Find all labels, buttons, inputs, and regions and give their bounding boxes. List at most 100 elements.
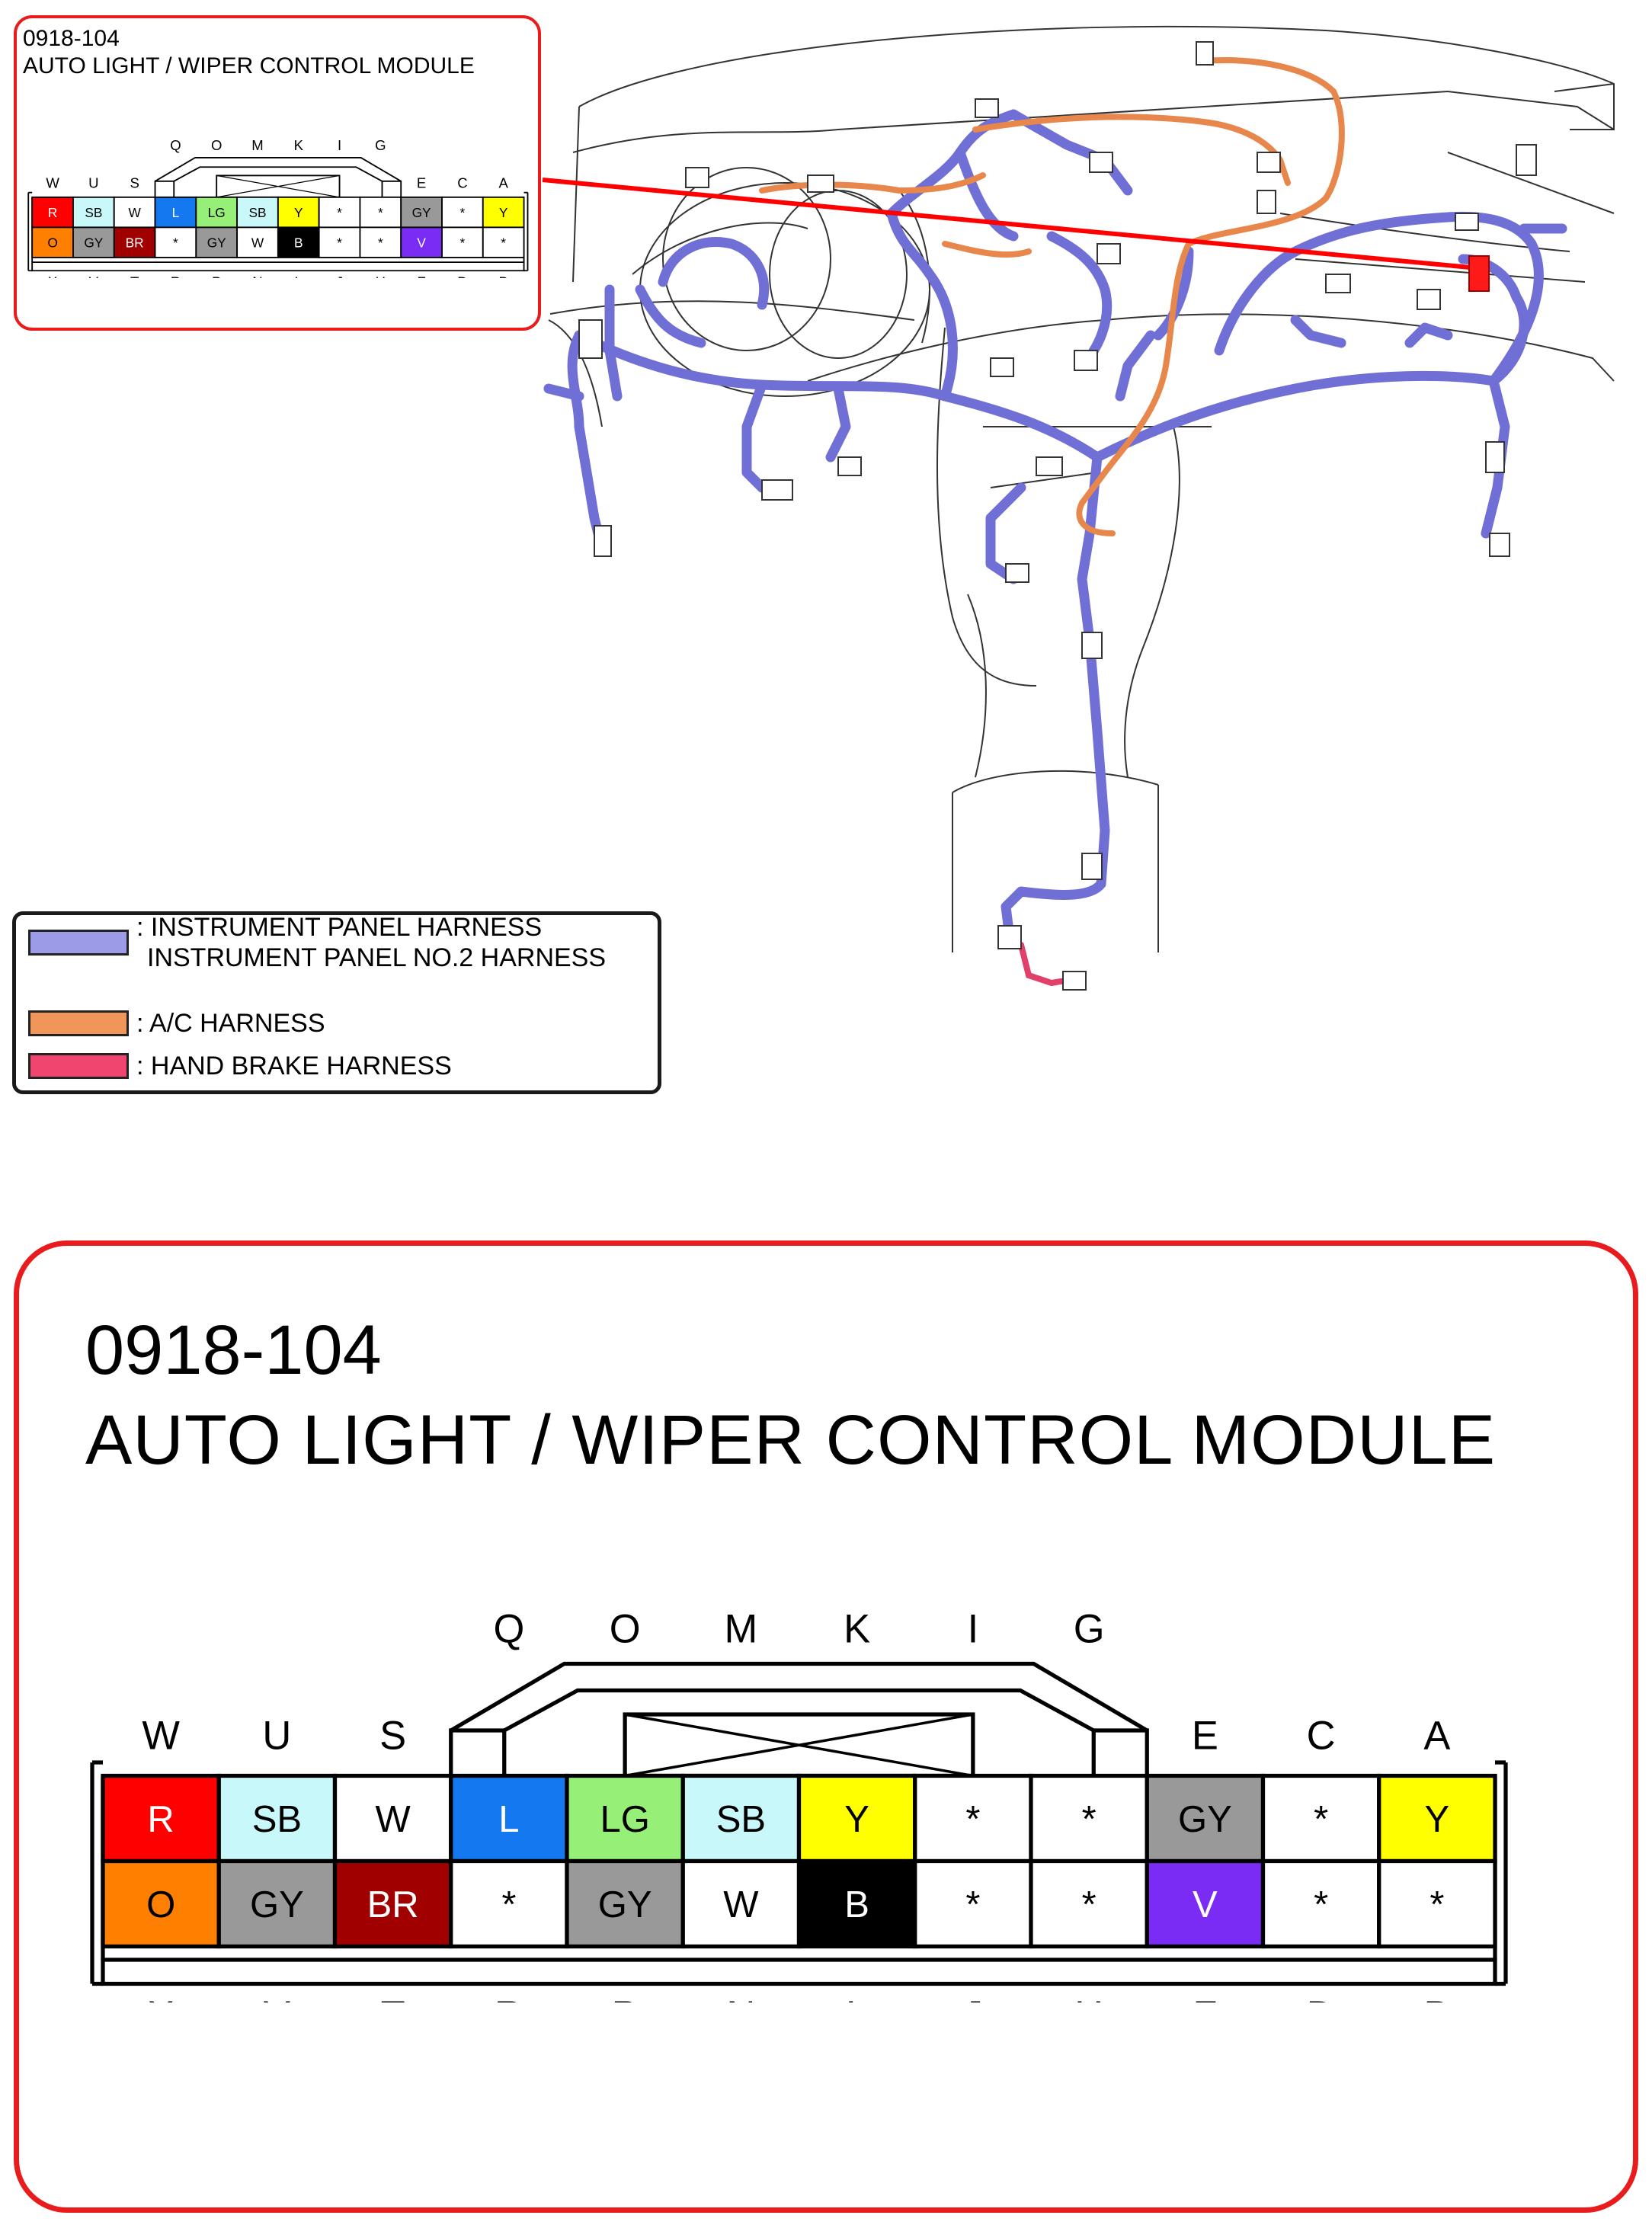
bottom-row-pin-11-wire-color: * bbox=[501, 235, 506, 250]
legend-label-hand-brake: : HAND BRAKE HARNESS bbox=[136, 1052, 452, 1080]
top-row-pin-6-wire-color: Y bbox=[844, 1799, 869, 1840]
top-row-pin-11 bbox=[1377, 1773, 1497, 1864]
bottom-row-pin-7 bbox=[913, 1858, 1033, 1949]
bottom-row-pin-4-wire-color: GY bbox=[598, 1884, 652, 1925]
legend-label-instrument-panel-no2: INSTRUMENT PANEL NO.2 HARNESS bbox=[147, 943, 607, 972]
pin-letter-bottom-X: X bbox=[148, 1993, 174, 2002]
pin-letter-top-A: A bbox=[1423, 1714, 1450, 1759]
bottom-row-pin-7-wire-color: * bbox=[965, 1884, 980, 1925]
top-row-pin-4 bbox=[565, 1773, 685, 1864]
bottom-row-pin-6 bbox=[277, 226, 320, 258]
detail-module-code: 0918-104 bbox=[85, 1311, 382, 1389]
pin-letter-bottom-V: V bbox=[264, 1993, 290, 2002]
top-row-pin-5-wire-color: SB bbox=[716, 1799, 766, 1840]
bottom-row-pin-11 bbox=[1377, 1858, 1497, 1949]
top-row-pin-6 bbox=[277, 196, 320, 229]
pin-letter-bottom-H: H bbox=[1074, 1993, 1103, 2002]
pin-letter-bottom-P: P bbox=[612, 1993, 639, 2002]
pin-letter-bottom-D: D bbox=[457, 274, 467, 278]
connector-shell-bottom bbox=[31, 261, 525, 272]
dashboard-harness-illustration bbox=[542, 25, 1615, 991]
latch-outer-arch bbox=[450, 1661, 1148, 1733]
pin-letter-bottom-N: N bbox=[726, 1993, 755, 2002]
bottom-row-pin-4 bbox=[195, 226, 239, 258]
pin-letter-inner-G: G bbox=[1074, 1607, 1105, 1652]
bottom-row-pin-2-wire-color: BR bbox=[367, 1884, 419, 1925]
bottom-row-pin-9-wire-color: V bbox=[417, 235, 426, 250]
top-row-pin-11-wire-color: Y bbox=[499, 205, 508, 220]
bottom-row-pin-11 bbox=[482, 226, 525, 258]
bottom-row-pin-10-wire-color: * bbox=[460, 235, 466, 250]
pin-letter-top-W: W bbox=[46, 174, 59, 190]
bottom-row-pin-6-wire-color: B bbox=[294, 235, 303, 250]
bottom-row-pin-6-wire-color: B bbox=[844, 1884, 869, 1925]
top-row-pin-11-wire-color: Y bbox=[1425, 1799, 1450, 1840]
bottom-row-pin-7-wire-color: * bbox=[337, 235, 342, 250]
bottom-row-pin-1-wire-color: GY bbox=[84, 235, 103, 250]
pin-letter-top-U: U bbox=[262, 1714, 291, 1759]
harness-legend: : INSTRUMENT PANEL HARNESS INSTRUMENT PA… bbox=[12, 911, 661, 1094]
top-row-pin-6-wire-color: Y bbox=[294, 205, 303, 220]
bottom-row-pin-0-wire-color: O bbox=[47, 235, 57, 250]
bottom-row-pin-2 bbox=[113, 226, 156, 258]
legend-swatch-hand-brake bbox=[28, 1053, 129, 1079]
top-row-pin-4-wire-color: LG bbox=[208, 205, 226, 220]
bottom-row-pin-6 bbox=[796, 1858, 917, 1949]
top-row-pin-7-wire-color: * bbox=[337, 205, 342, 220]
bottom-row-pin-9 bbox=[400, 226, 443, 258]
pin-letter-top-S: S bbox=[130, 174, 139, 190]
pin-letter-top-E: E bbox=[417, 174, 426, 190]
top-row-pin-11 bbox=[482, 196, 525, 229]
bottom-row-pin-0 bbox=[31, 226, 74, 258]
legend-label-instrument-panel: : INSTRUMENT PANEL HARNESS INSTRUMENT PA… bbox=[136, 911, 606, 975]
top-row-pin-7 bbox=[913, 1773, 1033, 1864]
top-row-pin-4-wire-color: LG bbox=[600, 1799, 649, 1840]
top-row-pin-8 bbox=[359, 196, 402, 229]
latch-left-post bbox=[449, 1728, 507, 1776]
connector-callout-box bbox=[14, 15, 541, 331]
pin-letter-bottom-V: V bbox=[89, 274, 99, 278]
callout-leader-line bbox=[542, 178, 1479, 270]
pin-letter-bottom-T: T bbox=[130, 274, 139, 278]
pin-letter-bottom-L: L bbox=[846, 1993, 868, 2002]
pin-letter-top-W: W bbox=[142, 1714, 180, 1759]
bottom-row-pin-5-wire-color: W bbox=[723, 1884, 759, 1925]
top-row-pin-3 bbox=[154, 196, 197, 229]
top-row-pin-0-wire-color: R bbox=[147, 1799, 174, 1840]
bottom-row-pin-3 bbox=[449, 1858, 569, 1949]
pin-letter-bottom-R: R bbox=[495, 1993, 523, 2002]
top-row-pin-2-wire-color: W bbox=[376, 1799, 411, 1840]
module-location-marker bbox=[1468, 255, 1490, 292]
top-row-pin-9-wire-color: GY bbox=[1178, 1799, 1232, 1840]
top-row-pin-5-wire-color: SB bbox=[248, 205, 266, 220]
pin-letter-bottom-D: D bbox=[1307, 1993, 1336, 2002]
top-row-pin-10-wire-color: * bbox=[460, 205, 466, 220]
latch-right-post bbox=[381, 180, 402, 197]
bottom-row-pin-5-wire-color: W bbox=[251, 235, 264, 250]
top-row-pin-9 bbox=[1145, 1773, 1266, 1864]
harness-connectors bbox=[578, 41, 1537, 991]
pin-letter-inner-I: I bbox=[338, 137, 341, 153]
dashboard-outline bbox=[548, 25, 1615, 952]
bottom-row-pin-8 bbox=[359, 226, 402, 258]
bottom-row-pin-8-wire-color: * bbox=[1082, 1884, 1097, 1925]
latch-outer-arch bbox=[155, 156, 402, 182]
pin-letter-top-S: S bbox=[379, 1714, 406, 1759]
top-row-pin-1-wire-color: SB bbox=[252, 1799, 302, 1840]
callout-module-name: AUTO LIGHT / WIPER CONTROL MODULE bbox=[23, 53, 475, 78]
bottom-row-pin-10-wire-color: * bbox=[1314, 1884, 1328, 1925]
bottom-row-pin-9 bbox=[1145, 1858, 1266, 1949]
latch-inner-arch bbox=[173, 166, 383, 182]
latch-inner-arch bbox=[503, 1688, 1095, 1733]
pin-letter-bottom-R: R bbox=[171, 274, 181, 278]
legend-item-instrument-panel: : INSTRUMENT PANEL HARNESS INSTRUMENT PA… bbox=[28, 913, 606, 972]
connector-shell-bottom bbox=[101, 1958, 1497, 1986]
bottom-row-pin-1 bbox=[72, 226, 115, 258]
legend-label-ac: : A/C HARNESS bbox=[136, 1009, 325, 1038]
top-row-pin-7 bbox=[318, 196, 361, 229]
top-row-pin-7-wire-color: * bbox=[965, 1799, 980, 1840]
pin-letter-top-U: U bbox=[88, 174, 98, 190]
bottom-row-pin-10 bbox=[1260, 1858, 1381, 1949]
